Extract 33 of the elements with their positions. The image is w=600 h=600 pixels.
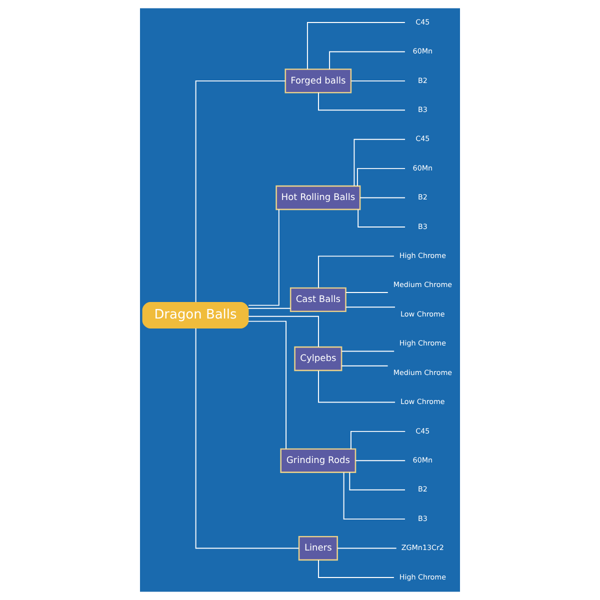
node-box: Hot Rolling Balls <box>276 185 361 210</box>
node-box: Liners <box>298 536 338 561</box>
connector <box>358 209 406 228</box>
connector <box>350 80 406 82</box>
connector <box>195 328 300 549</box>
connector <box>195 80 286 303</box>
connector <box>355 460 406 462</box>
node-box: Cylpebs <box>294 346 342 372</box>
connector <box>345 306 396 308</box>
connector <box>248 209 280 306</box>
connector <box>248 320 287 450</box>
node-box: Cast Balls <box>290 287 346 312</box>
connector <box>318 256 394 288</box>
connector <box>341 365 388 366</box>
connector <box>248 308 292 309</box>
node-box: Forged balls <box>284 68 352 94</box>
connector <box>318 560 394 578</box>
connector <box>306 22 406 70</box>
connector <box>345 292 388 294</box>
connector <box>341 350 395 352</box>
connector <box>318 92 406 111</box>
connector <box>356 168 406 187</box>
connector <box>350 430 406 450</box>
connector <box>248 316 319 348</box>
connector <box>336 548 397 549</box>
connector <box>354 138 406 186</box>
connector <box>343 472 406 520</box>
connector <box>318 370 396 403</box>
connector <box>360 197 406 198</box>
node-box: Grinding Rods <box>280 448 356 473</box>
connector <box>349 472 406 490</box>
connector <box>329 51 406 70</box>
node-box: Dragon Balls <box>142 302 249 329</box>
